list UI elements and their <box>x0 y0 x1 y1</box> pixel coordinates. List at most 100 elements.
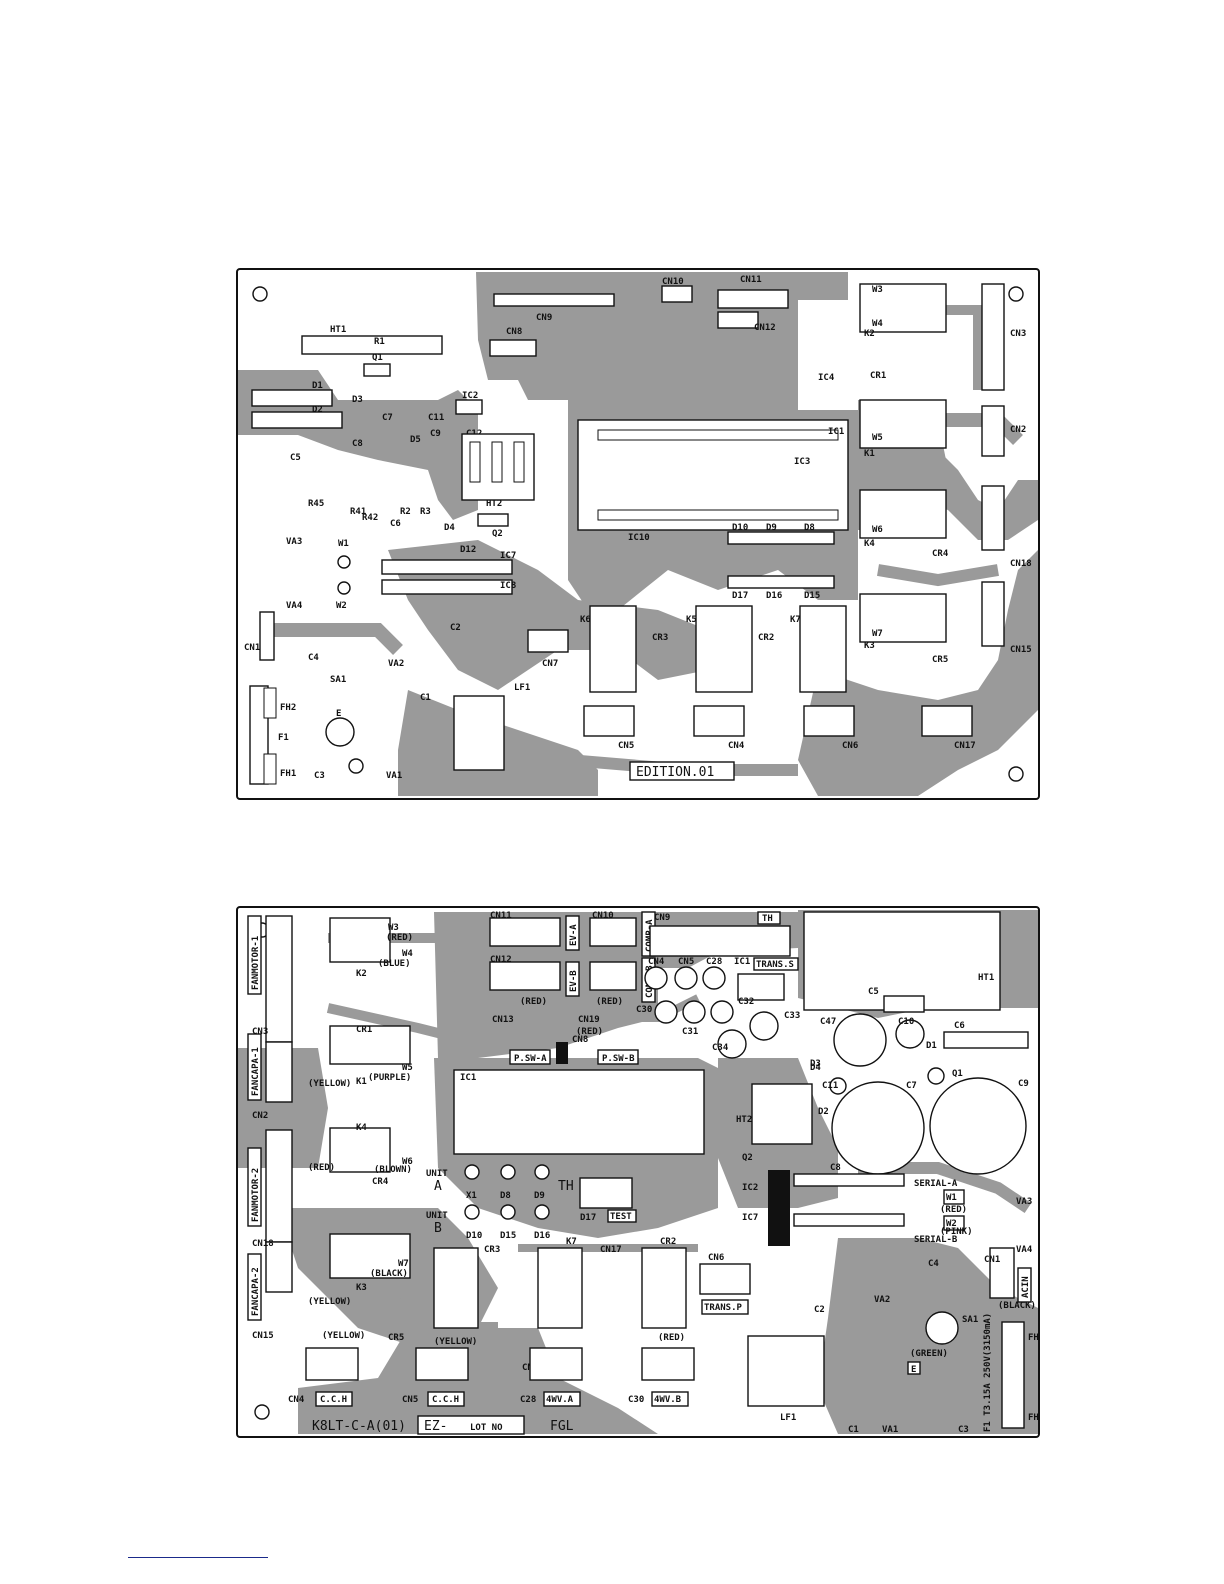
component-label: CN12 <box>490 955 512 965</box>
component-label: F1 <box>278 733 289 743</box>
relay-k4 <box>329 1127 391 1173</box>
component-label: D15 <box>500 1231 516 1241</box>
relay-k7 <box>433 1247 479 1329</box>
component-label: CN10 <box>592 911 614 921</box>
component-label: C5 <box>290 453 301 463</box>
component-label: R3 <box>420 507 431 517</box>
component-label: IC2 <box>742 1183 758 1193</box>
component-label: C47 <box>820 1017 836 1027</box>
ic-ic7 <box>381 559 513 575</box>
crystal-x1 <box>556 1042 568 1064</box>
component-label: Q2 <box>742 1153 753 1163</box>
connector-cn18 <box>981 485 1005 551</box>
conn-p-sw-b <box>597 1049 639 1065</box>
relay-k5 <box>537 1247 583 1329</box>
svg-text:TRANS.S: TRANS.S <box>756 960 794 970</box>
component-label: C7 <box>382 413 393 423</box>
fuse-label: F1 T3.15A 250V(3150mA) <box>983 1313 993 1432</box>
connector-cn8 <box>489 339 537 357</box>
component-label: CN8 <box>572 1035 588 1045</box>
component-label: W4 <box>872 319 883 329</box>
component-label: SA1 <box>330 675 346 685</box>
component-label: C8 <box>352 439 363 449</box>
wire-color: (YELLOW) <box>322 1331 365 1341</box>
model-label: K8LT-C-A(01) <box>312 1419 406 1434</box>
component-label: R45 <box>308 499 324 509</box>
svg-text:EV-B: EV-B <box>569 970 579 992</box>
wire-color: (PINK) <box>940 1227 973 1237</box>
connector-cn11 <box>489 917 561 947</box>
component-label: IC1 <box>460 1073 476 1083</box>
wire-color: (RED) <box>940 1205 967 1215</box>
component-label: CN8 <box>506 327 522 337</box>
svg-text:TH: TH <box>762 914 773 924</box>
connector-cn10 <box>661 285 693 303</box>
component-label: CR4 <box>372 1177 389 1187</box>
component-label: CR5 <box>932 655 948 665</box>
ic-ic2 <box>455 399 483 415</box>
component-label: D3 <box>810 1059 821 1069</box>
svg-text:W1: W1 <box>946 1193 957 1203</box>
fuse-holder <box>1001 1321 1025 1429</box>
unit-label: B <box>434 1221 442 1236</box>
component-label: D17 <box>732 591 748 601</box>
component-label: D10 <box>732 523 748 533</box>
svg-text:4WV.A: 4WV.A <box>546 1395 574 1405</box>
wire-color: (YELLOW) <box>434 1337 477 1347</box>
lot-label: LOT NO <box>470 1423 503 1433</box>
wire-color: (RED) <box>596 997 623 1007</box>
component-label: D10 <box>466 1231 482 1241</box>
component-label: K7 <box>790 615 801 625</box>
component-label: FH1 <box>1028 1413 1038 1423</box>
component-label: HT2 <box>486 499 502 509</box>
component-label: C3 <box>958 1425 969 1435</box>
component-label: K2 <box>864 329 875 339</box>
component-label: FH2 <box>280 703 296 713</box>
component-label: CN18 <box>252 1239 274 1249</box>
component-label: Q1 <box>372 353 383 363</box>
component-label: CN12 <box>754 323 776 333</box>
diode-d1 <box>943 1031 1029 1049</box>
conn-fancapa-1: FANCAPA-1 <box>247 1033 262 1101</box>
top-board-diagram: HT1 R1 Q1 D1 D2 D3 C7 C11 C8 C9 D5 IC2 C… <box>236 268 1040 800</box>
component-label: C9 <box>1018 1079 1029 1089</box>
component-label: D8 <box>804 523 815 533</box>
electrolytic-caps <box>644 966 1027 1175</box>
component-label: C28 <box>520 1395 536 1405</box>
component-label: R2 <box>400 507 411 517</box>
svg-text:E: E <box>911 1365 916 1375</box>
component-label: D2 <box>818 1107 829 1117</box>
relay-k4 <box>859 489 947 539</box>
unit-label: A <box>434 1179 442 1194</box>
jumper-w2 <box>943 1215 965 1231</box>
component-label: D17 <box>580 1213 596 1223</box>
wire-color: (BLACK) <box>370 1269 408 1279</box>
component-label: D16 <box>766 591 782 601</box>
component-label: CN2 <box>252 1111 268 1121</box>
component-label: C28 <box>706 957 722 967</box>
conn-p-sw-a <box>509 1049 551 1065</box>
mounting-hole <box>254 1404 270 1420</box>
component-label: X1 <box>466 1191 477 1201</box>
component-label: C6 <box>954 1021 965 1031</box>
ic-ic1 <box>453 1069 705 1155</box>
component-label: CR4 <box>932 549 949 559</box>
component-label: C33 <box>784 1011 800 1021</box>
connector-cn18 <box>265 1129 293 1243</box>
component-label: D5 <box>410 435 421 445</box>
connector-cn3 <box>265 915 293 1043</box>
component-label: CN17 <box>600 1245 622 1255</box>
component-label: VA3 <box>286 537 302 547</box>
component-label: CN15 <box>252 1331 274 1341</box>
connector-cn4 <box>693 705 745 737</box>
heater-ht1 <box>803 911 1001 1011</box>
transistor-q1 <box>363 363 391 377</box>
conn-serial-a: SERIAL-A <box>914 1179 958 1189</box>
svg-text:FANMOTOR-1: FANMOTOR-1 <box>251 936 261 990</box>
connector-cn5 <box>583 705 635 737</box>
heater-ht1 <box>301 335 443 355</box>
component-label: K1 <box>356 1077 367 1087</box>
diode-d2 <box>251 411 343 429</box>
component-label: C32 <box>738 997 754 1007</box>
component-label: VA4 <box>1016 1245 1033 1255</box>
